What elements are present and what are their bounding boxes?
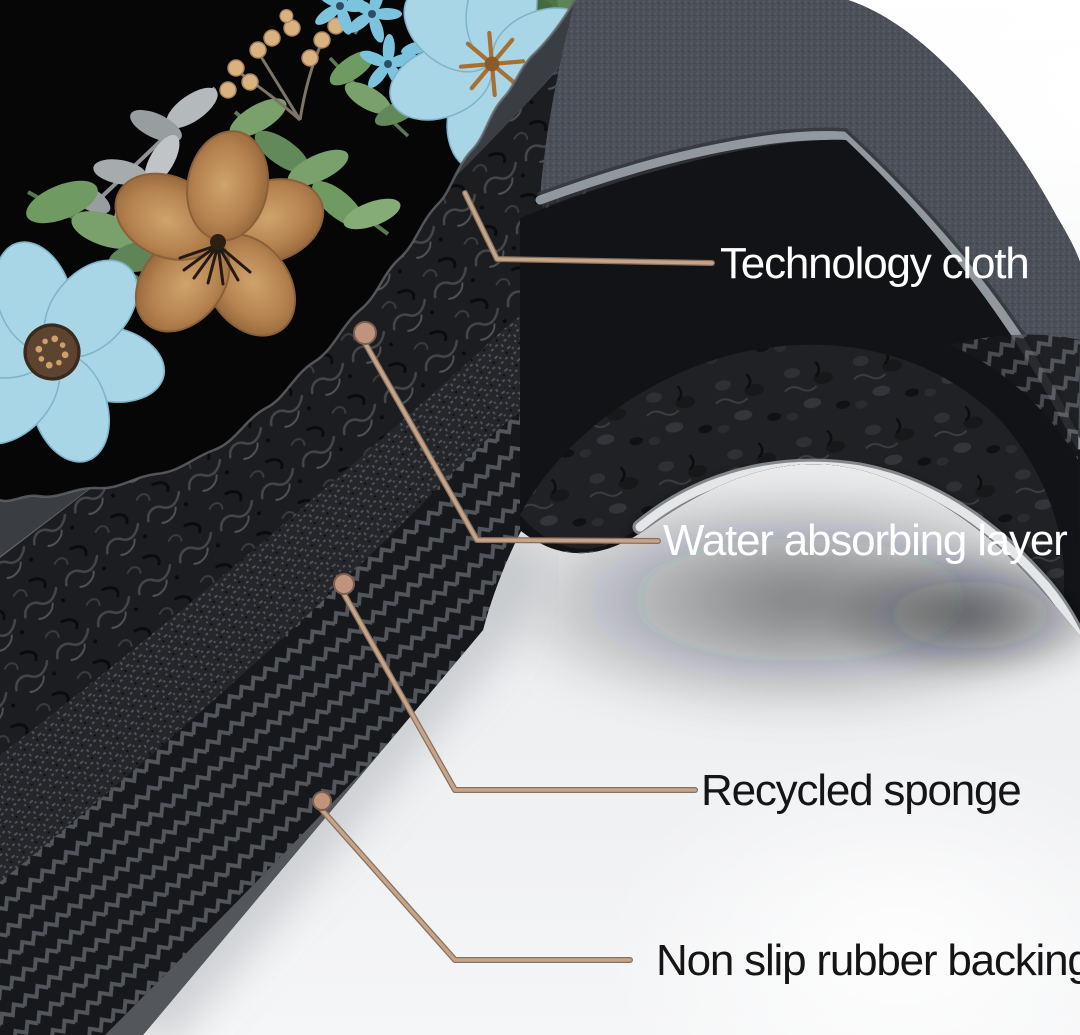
label-recycled-sponge: Recycled sponge [701,766,1022,815]
label-non-slip-rubber-backing: Non slip rubber backing [656,936,1080,985]
label-water-absorbing-layer: Water absorbing layer [663,516,1068,565]
callout-dot-non-slip [312,791,332,811]
blue-flower-large [0,212,189,492]
berry-cluster [219,17,345,122]
callout-dot-water-absorbing [353,321,377,345]
callout-dot-recycled-sponge [333,573,355,595]
sponge-band [0,365,600,1035]
blue-flower-top [338,0,575,218]
copper-flower [114,130,325,337]
rolled-inner-chevron-patch [950,334,1080,460]
background-highlight-bottom-right [600,750,1080,1035]
rubber-backing-band [105,548,600,1035]
arch-outer-band [540,0,1080,450]
callout-water-absorbing-layer [353,321,661,544]
green-leaf-branch [229,98,401,236]
label-technology-cloth: Technology cloth [720,239,1030,288]
under-curl-shadow [820,550,1080,680]
silver-edge-highlight [635,461,1080,641]
weave-band [0,240,640,882]
callout-technology-cloth [462,190,715,266]
callout-recycled-sponge [333,573,698,793]
callouts [312,190,715,963]
callout-non-slip-rubber-backing [312,791,633,963]
rolled-inner-layers [520,344,1064,640]
water-absorbing-band [0,20,620,755]
mat-cloth-edge-band [0,0,601,558]
